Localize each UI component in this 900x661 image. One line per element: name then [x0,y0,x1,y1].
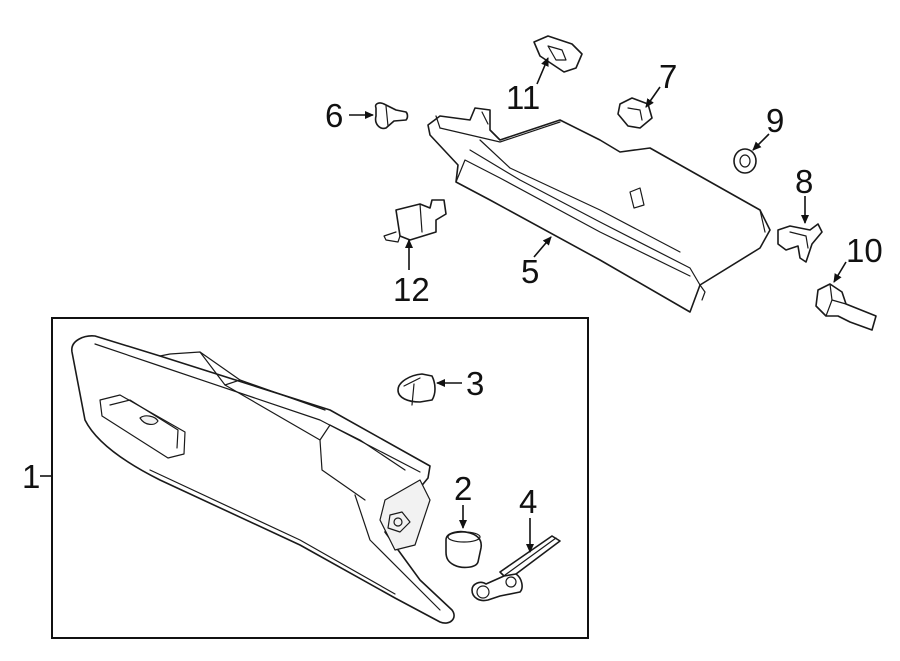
leader-10 [833,261,847,283]
leader-9 [752,133,770,151]
callout-11: 11 [506,79,540,116]
switch-part [383,199,447,243]
callout-5: 5 [521,253,539,290]
callout-3: 3 [466,365,484,402]
clip-part-11 [533,35,583,73]
leader-11 [536,57,549,85]
callout-1: 1 [22,458,40,495]
damper-part [471,535,561,602]
callout-10: 10 [846,232,883,269]
callout-4: 4 [519,483,537,520]
leader-7 [645,86,661,108]
glove-box-housing [427,107,771,313]
callout-8: 8 [795,163,813,200]
push-pin-part [374,102,409,130]
retainer-clip-part [777,223,823,263]
bumper-part [445,530,483,569]
striker-part [815,283,877,331]
bumper-stop-part [397,373,436,406]
leader-5 [533,236,552,258]
callout-2: 2 [454,470,472,507]
clip-part-7 [617,97,653,129]
washer-part [733,148,757,174]
callout-7: 7 [659,58,677,95]
callout-12: 12 [393,271,430,308]
assembly-frame [51,317,589,639]
callout-6: 6 [325,97,343,134]
callout-9: 9 [766,102,784,139]
glove-box-door [71,335,455,624]
